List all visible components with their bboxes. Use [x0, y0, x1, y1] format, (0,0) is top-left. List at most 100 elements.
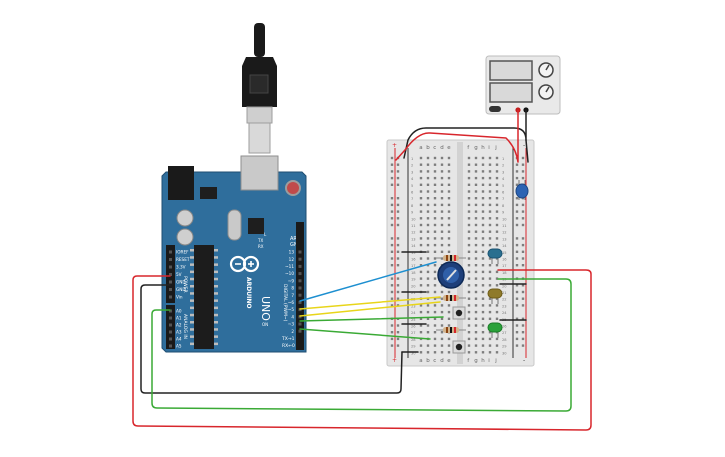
breadboard-hole[interactable]	[474, 250, 478, 253]
rail-hole[interactable]	[515, 297, 519, 300]
breadboard-hole[interactable]	[474, 351, 478, 354]
breadboard-hole[interactable]	[447, 344, 451, 347]
breadboard-hole[interactable]	[433, 210, 437, 213]
breadboard-hole[interactable]	[488, 337, 492, 341]
breadboard-hole[interactable]	[467, 250, 471, 253]
header-pin[interactable]	[298, 322, 302, 326]
breadboard-hole[interactable]	[481, 183, 485, 186]
breadboard-hole[interactable]	[488, 257, 492, 260]
breadboard-hole[interactable]	[433, 203, 437, 207]
rail-hole[interactable]	[515, 264, 519, 267]
breadboard-hole[interactable]	[467, 223, 471, 227]
breadboard-hole[interactable]	[426, 183, 430, 186]
breadboard-hole[interactable]	[419, 243, 423, 247]
breadboard-hole[interactable]	[447, 237, 451, 240]
breadboard-hole[interactable]	[481, 237, 485, 240]
breadboard-hole[interactable]	[419, 170, 423, 173]
breadboard-hole[interactable]	[440, 210, 444, 213]
rail-hole[interactable]	[515, 324, 519, 327]
breadboard-hole[interactable]	[440, 163, 444, 166]
breadboard-hole[interactable]	[447, 170, 451, 173]
rail-hole[interactable]	[521, 156, 525, 160]
breadboard-hole[interactable]	[467, 257, 471, 260]
breadboard-hole[interactable]	[426, 284, 430, 287]
rail-hole[interactable]	[390, 210, 394, 213]
rail-hole[interactable]	[390, 331, 394, 334]
breadboard-hole[interactable]	[467, 270, 471, 274]
rail-hole[interactable]	[515, 203, 519, 207]
breadboard-hole[interactable]	[433, 351, 437, 354]
breadboard-hole[interactable]	[419, 304, 423, 307]
rail-hole[interactable]	[396, 331, 400, 334]
breadboard-hole[interactable]	[495, 351, 499, 354]
breadboard-hole[interactable]	[481, 230, 485, 233]
rail-hole[interactable]	[521, 297, 525, 300]
breadboard-hole[interactable]	[419, 344, 423, 347]
breadboard-hole[interactable]	[447, 317, 451, 320]
breadboard-hole[interactable]	[426, 190, 430, 193]
rail-hole[interactable]	[396, 250, 400, 253]
breadboard-hole[interactable]	[495, 230, 499, 233]
breadboard-hole[interactable]	[433, 156, 437, 160]
breadboard-hole[interactable]	[467, 203, 471, 207]
rail-hole[interactable]	[390, 284, 394, 287]
breadboard-hole[interactable]	[474, 304, 478, 307]
rail-hole[interactable]	[515, 176, 519, 180]
breadboard-hole[interactable]	[419, 183, 423, 186]
breadboard-hole[interactable]	[488, 317, 492, 320]
breadboard-hole[interactable]	[488, 210, 492, 213]
breadboard-hole[interactable]	[495, 337, 499, 341]
breadboard-hole[interactable]	[495, 297, 499, 300]
rail-hole[interactable]	[396, 277, 400, 280]
rail-hole[interactable]	[390, 337, 394, 341]
rail-hole[interactable]	[390, 197, 394, 200]
breadboard-hole[interactable]	[447, 217, 451, 220]
breadboard-hole[interactable]	[433, 163, 437, 166]
breadboard-hole[interactable]	[440, 317, 444, 320]
breadboard-hole[interactable]	[467, 344, 471, 347]
breadboard-hole[interactable]	[426, 176, 430, 180]
breadboard-hole[interactable]	[433, 257, 437, 260]
breadboard-hole[interactable]	[495, 197, 499, 200]
rail-hole[interactable]	[390, 203, 394, 207]
breadboard-hole[interactable]	[495, 304, 499, 307]
header-pin[interactable]	[169, 337, 172, 341]
breadboard-hole[interactable]	[447, 243, 451, 247]
breadboard-hole[interactable]	[481, 223, 485, 227]
breadboard-hole[interactable]	[447, 304, 451, 307]
rail-hole[interactable]	[521, 264, 525, 267]
breadboard-hole[interactable]	[440, 183, 444, 186]
breadboard-hole[interactable]	[481, 304, 485, 307]
breadboard-hole[interactable]	[467, 163, 471, 166]
breadboard-hole[interactable]	[467, 297, 471, 300]
breadboard-hole[interactable]	[433, 317, 437, 320]
potentiometer[interactable]	[437, 261, 465, 289]
breadboard-hole[interactable]	[426, 351, 430, 354]
rail-hole[interactable]	[515, 183, 519, 186]
rail-hole[interactable]	[396, 210, 400, 213]
breadboard-hole[interactable]	[481, 264, 485, 267]
rail-hole[interactable]	[515, 237, 519, 240]
power-supply[interactable]	[485, 55, 561, 115]
rail-hole[interactable]	[396, 183, 400, 186]
header-pin[interactable]	[298, 257, 302, 261]
rail-hole[interactable]	[396, 237, 400, 240]
breadboard-hole[interactable]	[488, 217, 492, 220]
header-pin[interactable]	[169, 280, 172, 284]
rail-hole[interactable]	[521, 210, 525, 213]
rail-hole[interactable]	[515, 317, 519, 320]
breadboard-hole[interactable]	[440, 250, 444, 253]
breadboard-hole[interactable]	[447, 163, 451, 166]
breadboard-hole[interactable]	[474, 217, 478, 220]
breadboard-hole[interactable]	[474, 190, 478, 193]
breadboard-hole[interactable]	[481, 170, 485, 173]
breadboard-hole[interactable]	[474, 183, 478, 186]
breadboard-hole[interactable]	[426, 257, 430, 260]
rail-hole[interactable]	[390, 257, 394, 260]
resistor-1[interactable]	[436, 255, 466, 261]
breadboard-hole[interactable]	[426, 203, 430, 207]
breadboard-hole[interactable]	[481, 190, 485, 193]
breadboard-hole[interactable]	[467, 337, 471, 341]
breadboard-hole[interactable]	[495, 203, 499, 207]
breadboard-hole[interactable]	[426, 317, 430, 320]
